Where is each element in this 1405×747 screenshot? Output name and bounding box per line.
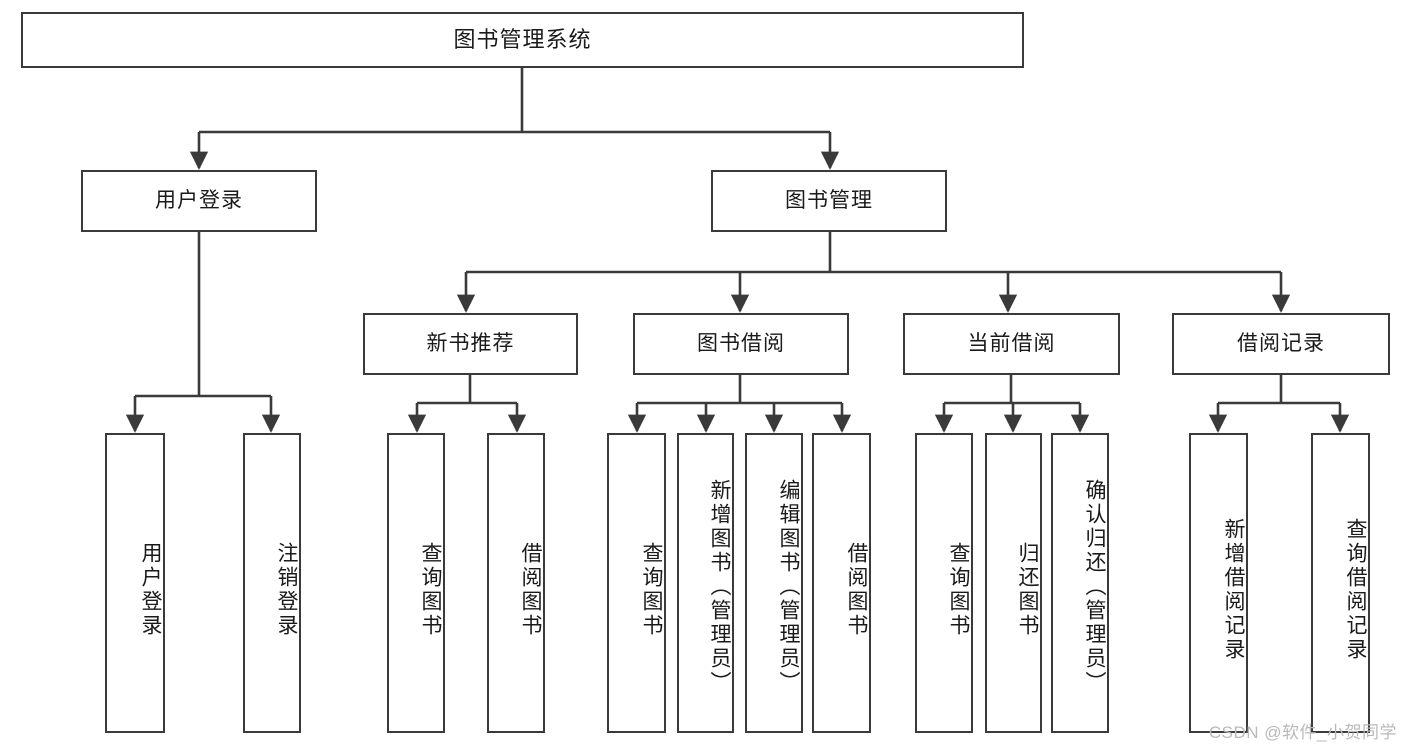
node-leaf-borrow-book-borrow[interactable]: 借阅图书 [812,433,871,733]
node-leaf-borrow-book-recommend[interactable]: 借阅图书 [487,433,545,733]
node-current-borrow[interactable]: 当前借阅 [903,313,1120,375]
node-leaf-query-book-recommend[interactable]: 查询图书 [387,433,445,733]
node-leaf-add-borrow-record[interactable]: 新增借阅记录 [1189,433,1248,733]
node-leaf-user-logout[interactable]: 注销登录 [243,433,301,733]
node-leaf-user-login[interactable]: 用户登录 [105,433,165,733]
node-borrow-record[interactable]: 借阅记录 [1172,313,1390,375]
node-leaf-edit-book-admin[interactable]: 编辑图书（管理员） [745,433,803,733]
node-leaf-query-book-current[interactable]: 查询图书 [915,433,973,733]
node-new-book-recommend[interactable]: 新书推荐 [363,313,578,375]
node-leaf-query-book-borrow[interactable]: 查询图书 [607,433,666,733]
node-book-manage[interactable]: 图书管理 [711,170,947,232]
node-book-borrow[interactable]: 图书借阅 [633,313,849,375]
node-leaf-add-book-admin[interactable]: 新增图书（管理员） [677,433,734,733]
node-leaf-return-book[interactable]: 归还图书 [985,433,1042,733]
node-root-system[interactable]: 图书管理系统 [21,12,1024,68]
node-leaf-query-borrow-record[interactable]: 查询借阅记录 [1311,433,1370,733]
node-user-login[interactable]: 用户登录 [81,170,317,232]
csdn-watermark: CSDN @软件_小贺同学 [1208,723,1397,742]
node-leaf-confirm-return-admin[interactable]: 确认归还（管理员） [1051,433,1109,733]
